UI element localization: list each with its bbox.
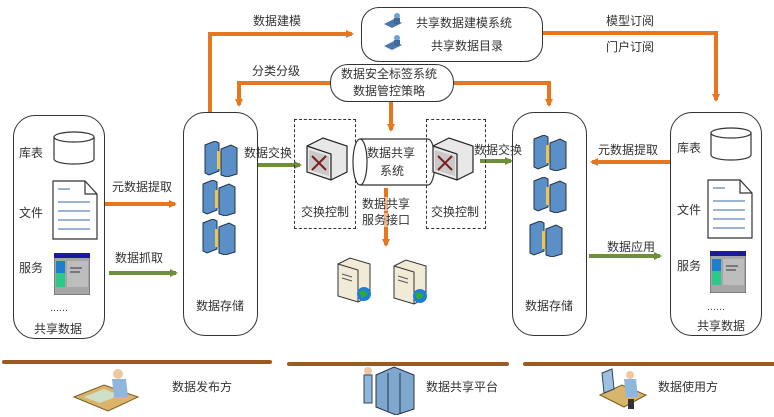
consumer-person-icon (598, 368, 648, 409)
exchange-control-right-label: 交换控制 (431, 205, 480, 219)
modeling-system-label: 共享数据建模系统 (416, 16, 513, 30)
divider-publisher (2, 360, 272, 364)
server-rack-icon (202, 180, 236, 216)
control-policy-label: 数据管控策略 (353, 84, 426, 98)
left-storage-caption: 数据存储 (196, 299, 245, 313)
switch-router-icon (432, 137, 474, 181)
service-interface-label-line2: 服务接口 (362, 213, 411, 227)
arrow-classify-left (235, 81, 332, 107)
server-rack-icon (529, 221, 563, 257)
left-source-caption: 共享数据 (34, 322, 83, 336)
label-portal-subscribe: 门户订阅 (606, 40, 655, 54)
label-right-exchange: 数据交换 (474, 143, 523, 157)
label-classify: 分类分级 (252, 64, 301, 78)
footer-consumer-label: 数据使用方 (658, 380, 719, 394)
footer-platform-label: 数据共享平台 (426, 380, 499, 394)
left-shared-data-panel: 库表 文件 服务 …… 共享数据 (13, 115, 105, 339)
server-rack-icon (533, 177, 567, 213)
document-icon (707, 179, 753, 239)
service-interface-label-line1: 数据共享 (362, 197, 411, 211)
web-server-icon (337, 257, 371, 303)
label-model-subscribe: 模型订阅 (606, 14, 655, 28)
footer-publisher-label: 数据发布方 (172, 380, 233, 394)
exchange-control-right: 交换控制 (426, 119, 486, 229)
divider-platform (287, 362, 509, 366)
security-system-box: 数据安全标签系统 数据管控策略 (330, 64, 454, 102)
person-desk-icon (384, 13, 402, 28)
ellipsis: …… (707, 303, 725, 313)
ellipsis: …… (50, 304, 68, 314)
item-file: 文件 (19, 206, 44, 220)
item-file: 文件 (677, 203, 702, 217)
exchange-control-left: 交换控制 (294, 119, 356, 229)
share-system-label-line1: 数据共享 (367, 146, 416, 160)
arrow-classify-right (452, 81, 553, 107)
publisher-person-icon (72, 369, 140, 412)
database-icon (53, 131, 95, 165)
label-right-data-apply: 数据应用 (607, 240, 656, 254)
arrow-model-subscribe (541, 31, 720, 102)
label-left-exchange: 数据交换 (244, 146, 293, 160)
platform-rack-person-icon (363, 366, 415, 415)
security-system-label: 数据安全标签系统 (341, 67, 438, 81)
label-left-meta-extract: 元数据提取 (112, 180, 173, 194)
left-storage-panel: 数据存储 (183, 112, 258, 336)
item-db-table: 库表 (677, 141, 702, 155)
person-desk-icon (384, 35, 402, 50)
document-icon (52, 180, 98, 240)
right-shared-data-panel: 库表 文件 服务 …… 共享数据 (670, 112, 762, 336)
item-service: 服务 (19, 261, 44, 275)
item-service: 服务 (677, 259, 702, 273)
server-rack-icon (202, 219, 236, 255)
switch-router-icon (306, 137, 348, 181)
server-rack-icon (533, 135, 567, 171)
service-window-icon (710, 251, 746, 293)
right-storage-caption: 数据存储 (525, 299, 574, 313)
right-storage-panel: 数据存储 (512, 112, 587, 336)
divider-consumer (523, 362, 774, 366)
right-source-caption: 共享数据 (697, 319, 746, 333)
label-left-data-grab: 数据抓取 (115, 251, 164, 265)
item-db-table: 库表 (19, 146, 44, 160)
arrow-data-modeling (208, 30, 354, 113)
modeling-system-box: 共享数据建模系统 共享数据目录 (361, 7, 543, 62)
web-server-icon (393, 259, 427, 305)
share-system-label-line2: 系统 (380, 164, 405, 178)
label-right-meta-extract: 元数据提取 (598, 143, 659, 157)
catalog-label: 共享数据目录 (431, 39, 504, 53)
database-icon (710, 127, 752, 161)
label-data-modeling: 数据建模 (253, 14, 302, 28)
service-window-icon (54, 253, 90, 295)
data-share-system-cylinder (352, 138, 436, 186)
exchange-control-left-label: 交换控制 (301, 205, 350, 219)
server-rack-icon (204, 141, 238, 177)
